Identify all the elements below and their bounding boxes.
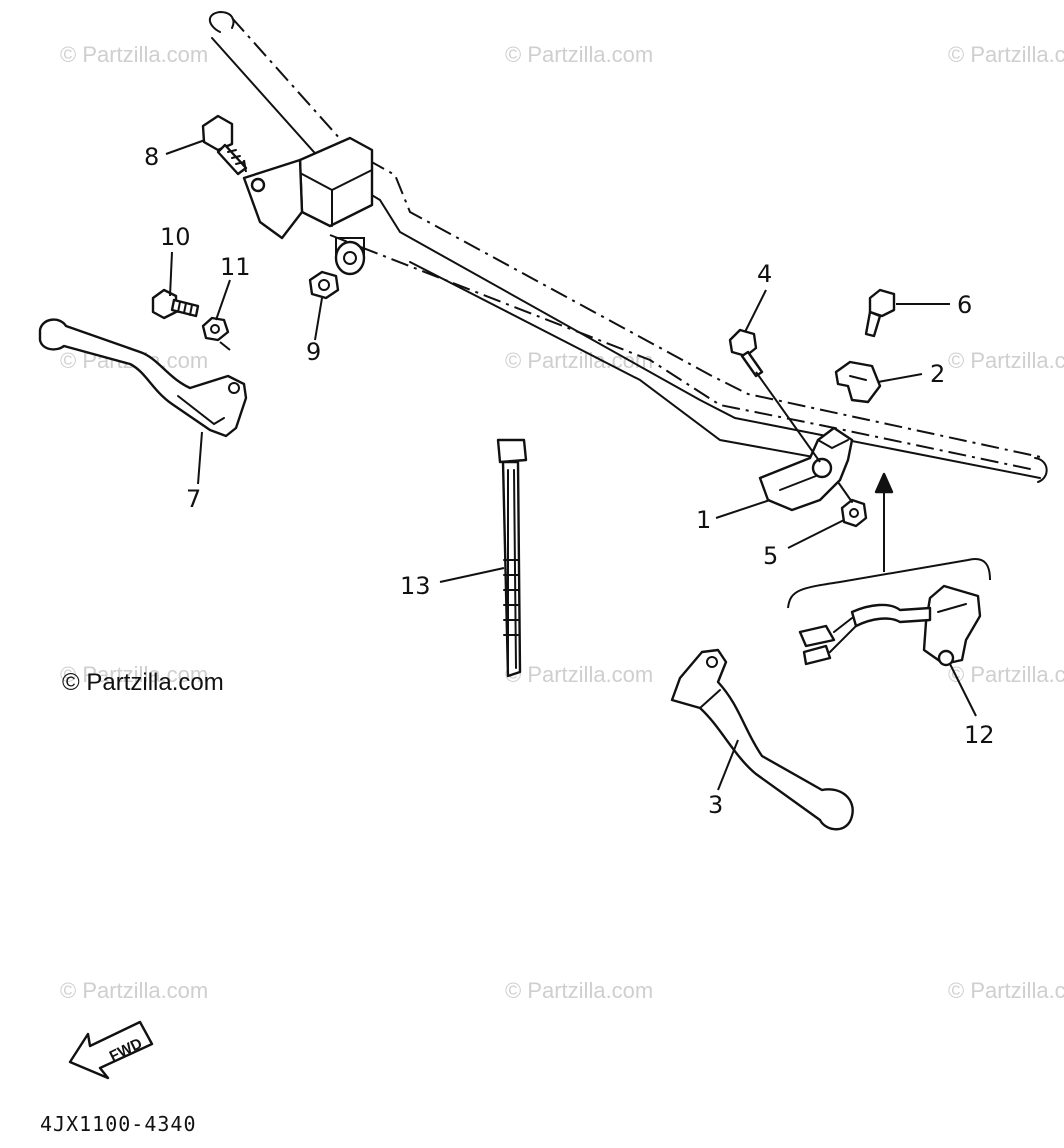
part-10-bolt <box>151 288 200 320</box>
callout-10: 10 <box>160 223 191 251</box>
callout-12: 12 <box>964 721 995 749</box>
callout-5: 5 <box>763 542 778 570</box>
callout-6: 6 <box>957 291 972 319</box>
install-bracket <box>787 472 991 609</box>
copyright-text: © Partzilla.com <box>62 669 224 696</box>
watermark: © Partzilla.com <box>60 662 208 687</box>
callout-3: 3 <box>708 791 723 819</box>
part-2-clamp <box>834 360 882 404</box>
watermark: © Partzilla.com <box>60 42 208 67</box>
watermark: © Partzilla.com <box>505 42 653 67</box>
callout-13: 13 <box>400 572 431 600</box>
part-3-clutch-lever <box>670 648 854 831</box>
callout-1: 1 <box>696 506 711 534</box>
callout-11: 11 <box>220 253 251 281</box>
callout-labels: 8 10 11 9 7 4 6 2 1 5 13 3 12 <box>144 143 995 819</box>
part-8-bolt <box>201 114 248 176</box>
diagram-code: 4JX1100-4340 <box>40 1112 197 1136</box>
part-13-cable-tie <box>496 438 528 678</box>
part-9-nut <box>308 270 340 300</box>
callout-8: 8 <box>144 143 159 171</box>
watermark: © Partzilla.com <box>60 978 208 1003</box>
fwd-arrow-icon: FWD <box>68 1020 154 1080</box>
watermark: © Partzilla.com <box>948 348 1064 373</box>
watermark: © Partzilla.com <box>948 42 1064 67</box>
part-6-bolt <box>864 288 896 338</box>
watermark-layer: © Partzilla.com © Partzilla.com © Partzi… <box>60 42 1064 1003</box>
part-4-screw <box>728 328 821 463</box>
callout-4: 4 <box>757 260 772 288</box>
part-1-lever-holder <box>758 426 854 512</box>
watermark: © Partzilla.com <box>948 978 1064 1003</box>
watermark: © Partzilla.com <box>948 662 1064 687</box>
watermark: © Partzilla.com <box>505 978 653 1003</box>
callout-7: 7 <box>186 485 201 513</box>
master-cylinder <box>242 136 374 276</box>
leader-lines <box>165 139 977 791</box>
part-12-switch <box>798 584 982 667</box>
part-5-nut <box>837 481 868 528</box>
part-7-brake-lever <box>38 318 248 438</box>
callout-9: 9 <box>306 338 321 366</box>
part-11-nut <box>201 316 230 342</box>
watermark: © Partzilla.com <box>505 662 653 687</box>
callout-2: 2 <box>930 360 945 388</box>
